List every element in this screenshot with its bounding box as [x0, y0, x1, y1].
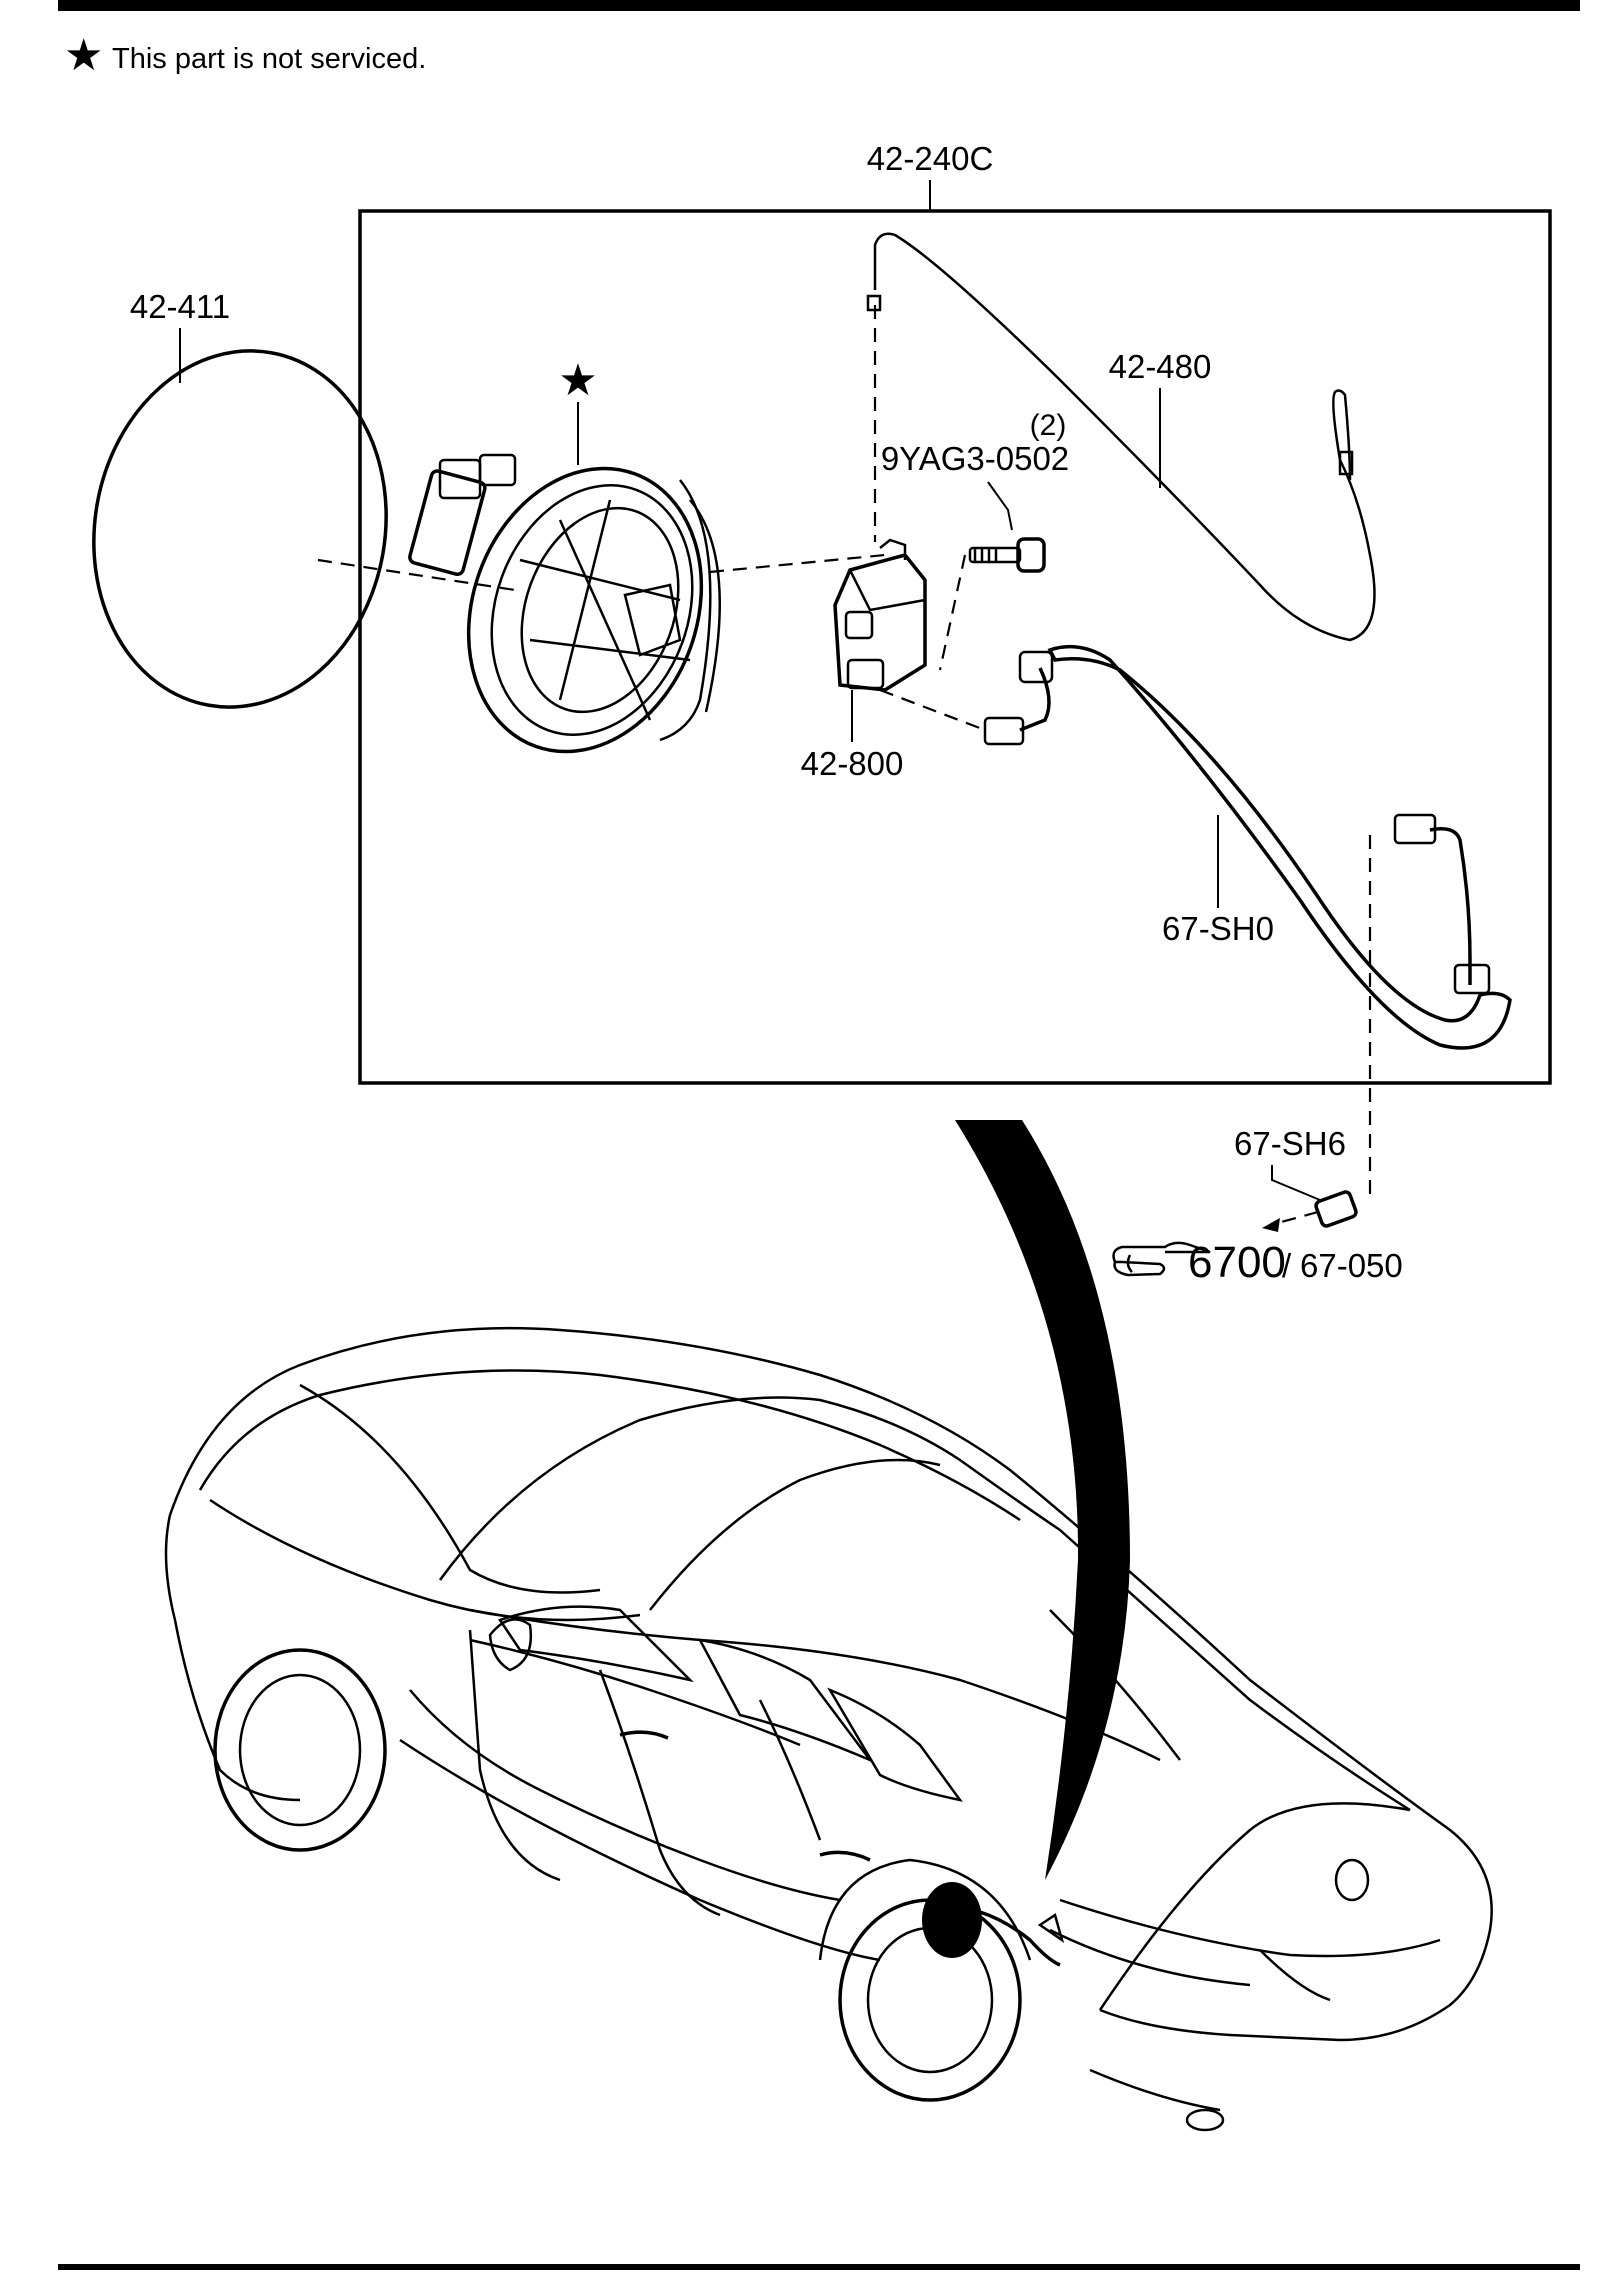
rear-emblem — [1334, 1858, 1370, 1902]
reference-section: 6700 — [1188, 1238, 1286, 1287]
label-42-411: 42-411 — [130, 288, 230, 325]
fuel-filler-lid-assembly — [408, 453, 721, 754]
top-rule — [58, 0, 1580, 11]
dash-lid-to-actuator — [709, 553, 886, 574]
vehicle-illustration — [164, 1326, 1493, 2132]
label-42-800: 42-800 — [801, 745, 904, 782]
actuator-42-800 — [833, 538, 927, 692]
front-wheel — [213, 1648, 387, 1852]
leader-67-sh6 — [1271, 1165, 1321, 1201]
label-star-marker: ★ — [558, 356, 597, 405]
reference-subsection: 67-050 — [1300, 1247, 1403, 1284]
label-bolt-qty: (2) — [1030, 409, 1067, 442]
label-67-sh6: 67-SH6 — [1234, 1125, 1346, 1162]
exhaust-tip — [1185, 2108, 1225, 2132]
pointing-hand-icon — [1112, 1241, 1211, 1277]
bolt-9yag3-0502 — [968, 537, 1046, 573]
dash-bolt-to-actuator — [938, 554, 967, 671]
location-pointer-arrow — [955, 1120, 1130, 1880]
clip-67-sh6 — [1262, 1190, 1358, 1232]
dash-o-ring-to-lid — [317, 558, 516, 592]
dash-actuator-to-hose — [879, 688, 986, 732]
o-ring-42-411 — [92, 349, 388, 709]
label-67-sh0: 67-SH0 — [1162, 910, 1274, 947]
assembly-frame — [358, 209, 1552, 1085]
fuel-door-location — [922, 1882, 982, 1958]
label-42-240c: 42-240C — [867, 140, 994, 177]
leader-9yag3-0502 — [987, 481, 1013, 531]
label-9yag3-0502: 9YAG3-0502 — [881, 440, 1069, 477]
bottom-rule — [58, 2264, 1580, 2270]
release-cable-42-480 — [866, 232, 1376, 642]
note-star-icon: ★ — [64, 31, 103, 80]
label-42-480: 42-480 — [1109, 348, 1212, 385]
note-text: This part is not serviced. — [112, 43, 426, 75]
reference-link[interactable]: 6700 / 67-050 — [1112, 1238, 1403, 1287]
reference-separator: / — [1282, 1247, 1292, 1284]
drain-hose-67-sh0 — [983, 644, 1512, 1050]
